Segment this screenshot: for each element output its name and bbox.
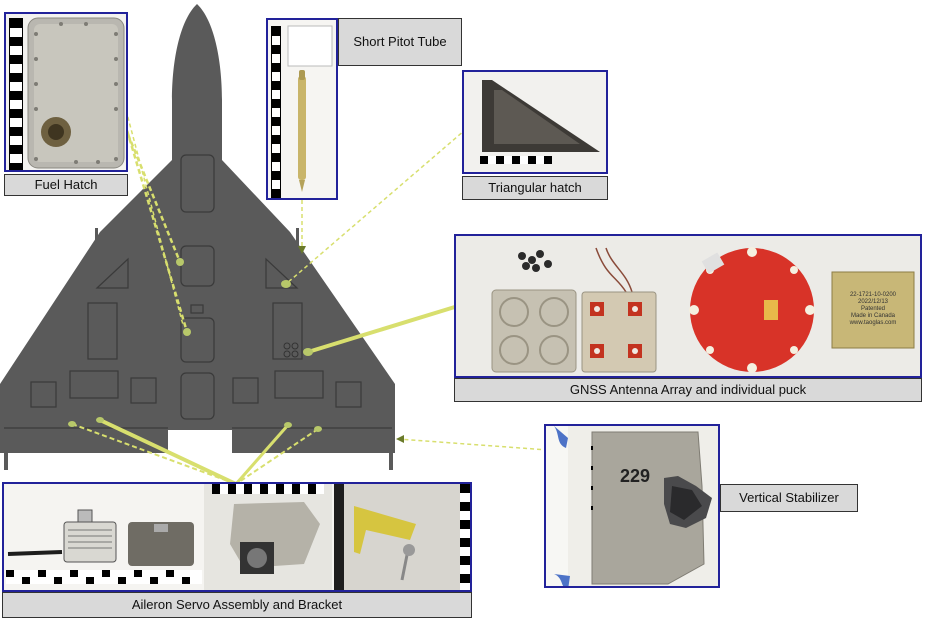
aileron-caption: Aileron Servo Assembly and Bracket (2, 592, 472, 618)
callout-lines (71, 89, 549, 486)
pitot-tube-photo (266, 18, 338, 200)
aileron-items (6, 484, 470, 590)
stabilizer-item (546, 426, 712, 586)
stabilizer-arrowhead (396, 435, 404, 443)
vertical-stabilizer-caption: Vertical Stabilizer (720, 484, 858, 512)
pitot-arrowhead (298, 246, 306, 254)
left-wing-spike (95, 228, 98, 250)
scale-ruler (271, 26, 281, 198)
triangular-hatch-photo (462, 70, 608, 174)
pitot-tube-caption: Short Pitot Tube (338, 18, 462, 66)
right-wing-spike (296, 228, 299, 250)
puck-label-line: Patented (860, 306, 886, 312)
fuel-hatch-plate (27, 17, 125, 169)
fuel-hatch-photo (4, 12, 128, 172)
puck-label-line: www.taoglas.com (849, 320, 897, 326)
puck-label: 22-1721-10-0200 2022/12/13 Patented Made… (834, 292, 912, 327)
airframe-panel-outlines (4, 154, 392, 429)
gnss-items (491, 247, 915, 373)
gnss-slot-dots (283, 342, 299, 358)
stabilizer-number: 229 (620, 466, 651, 486)
triangular-hatch-item (480, 80, 600, 164)
center-notch (168, 430, 232, 454)
puck-label-line: Made in Canada (850, 313, 896, 319)
aileron-servo-photo (2, 482, 472, 592)
screws (518, 250, 552, 272)
gnss-caption: GNSS Antenna Array and individual puck (454, 378, 922, 402)
gnss-antenna-photo: 22-1721-10-0200 2022/12/13 Patented Made… (454, 234, 922, 378)
scale-ruler (9, 18, 23, 170)
callout-dots (68, 258, 322, 432)
puck-label-line: 22-1721-10-0200 (849, 292, 897, 298)
pitot-tube-item (287, 25, 333, 192)
vertical-stabilizer-photo: 229 (544, 424, 720, 588)
airframe-silhouette (0, 4, 395, 453)
fuel-hatch-caption: Fuel Hatch (4, 174, 128, 196)
puck-label-line: 2022/12/13 (857, 299, 889, 305)
triangular-hatch-caption: Triangular hatch (462, 176, 608, 200)
